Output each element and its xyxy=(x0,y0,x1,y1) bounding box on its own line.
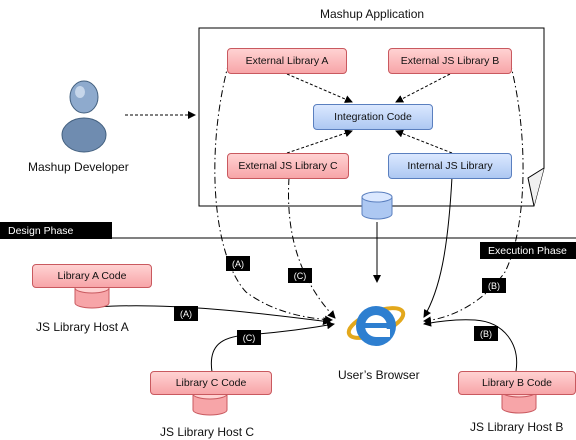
path-a-dashdot xyxy=(214,61,333,324)
arrow-lib-b-to-integration xyxy=(395,73,451,103)
tag-a-dashdot: (A) xyxy=(226,256,250,271)
host-c-to-browser-path xyxy=(210,321,335,373)
tag-a-solid: (A) xyxy=(174,306,198,321)
arrow-internal-to-integration xyxy=(395,129,453,154)
user-icon xyxy=(61,80,107,153)
host-a-label: JS Library Host A xyxy=(36,320,129,334)
database-icon xyxy=(361,191,393,220)
execution-phase-bar: Execution Phase xyxy=(480,242,576,259)
external-js-library-b-box: External JS Library B xyxy=(388,48,512,74)
library-a-code-box: Library A Code xyxy=(32,264,152,288)
app-title: Mashup Application xyxy=(320,7,425,21)
host-a-to-browser-path xyxy=(96,305,331,326)
design-phase-bar: Design Phase xyxy=(0,222,112,239)
app-frame-fold xyxy=(527,167,545,207)
tag-b-solid: (B) xyxy=(474,326,498,341)
host-b-to-browser-path xyxy=(423,318,518,372)
integration-code-box: Integration Code xyxy=(313,104,433,130)
developer-label: Mashup Developer xyxy=(28,160,129,174)
host-c-label: JS Library Host C xyxy=(160,425,255,439)
arrow-lib-c-to-integration xyxy=(286,129,353,154)
library-b-code-box: Library B Code xyxy=(458,371,576,395)
internal-js-library-box: Internal JS Library xyxy=(388,153,512,179)
library-c-code-box: Library C Code xyxy=(150,371,272,395)
external-library-a-box: External Library A xyxy=(227,48,347,74)
external-js-library-c-box: External JS Library C xyxy=(227,153,349,179)
tag-c-dashdot: (C) xyxy=(288,268,312,283)
tag-c-solid: (C) xyxy=(237,330,261,345)
browser-icon xyxy=(346,306,406,346)
browser-label: User’s Browser xyxy=(338,368,420,382)
arrow-lib-a-to-integration xyxy=(286,73,353,103)
host-b-label: JS Library Host B xyxy=(470,420,564,434)
tag-b-dashdot: (B) xyxy=(482,278,506,293)
internal-to-browser-path xyxy=(423,176,453,318)
path-b-dashdot xyxy=(423,61,524,325)
path-c-dashdot xyxy=(288,177,336,319)
